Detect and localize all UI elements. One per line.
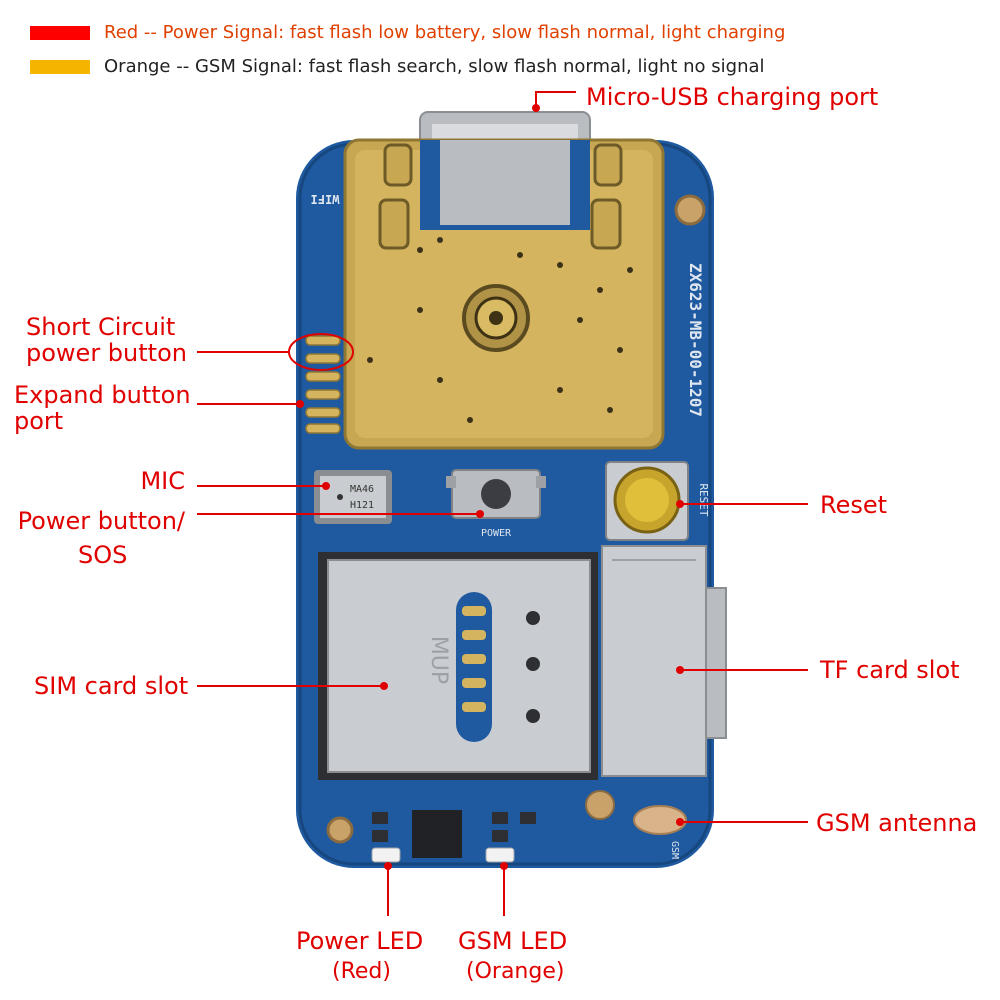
reset-button-component: RESET xyxy=(605,461,710,541)
label-gsm-antenna: GSM antenna xyxy=(816,809,978,837)
mount-hole-top-right xyxy=(674,194,706,226)
gsm-antenna-pad xyxy=(633,805,687,835)
label-short-circuit-line2: power button xyxy=(26,339,187,367)
sim-mark-text: MUP xyxy=(426,636,451,684)
legend-text-power: Red -- Power Signal: fast flash low batt… xyxy=(104,22,786,43)
label-short-circuit-line1: Short Circuit xyxy=(26,313,176,341)
label-mic: MIC xyxy=(140,467,185,495)
legend-item-power: Red -- Power Signal: fast flash low batt… xyxy=(30,24,785,42)
legend-text-gsm: Orange -- GSM Signal: fast flash search,… xyxy=(104,56,765,77)
gsm-silkscreen: GSM xyxy=(669,841,680,859)
mic-component: MA46 H121 xyxy=(314,470,392,524)
mic-chip-text-1: MA46 xyxy=(350,484,374,495)
power-led xyxy=(371,847,401,863)
reset-silkscreen: RESET xyxy=(697,483,710,516)
label-power-button-line1: Power button/ xyxy=(17,507,185,535)
bottom-components: GSM xyxy=(372,790,680,859)
label-power-led-sub: (Red) xyxy=(332,959,391,984)
rf-shield xyxy=(343,138,665,450)
label-tf-slot: TF card slot xyxy=(820,656,960,684)
legend-item-gsm: Orange -- GSM Signal: fast flash search,… xyxy=(30,58,765,76)
label-gsm-led-sub: (Orange) xyxy=(466,959,565,984)
label-usb-port: Micro-USB charging port xyxy=(586,83,879,111)
label-reset: Reset xyxy=(820,491,888,519)
annotation-lines xyxy=(197,91,808,916)
label-expand-line2: port xyxy=(14,407,64,435)
label-expand-line1: Expand button xyxy=(14,381,191,409)
power-button-component: POWER xyxy=(446,469,546,539)
wifi-silkscreen: WIFI xyxy=(311,192,340,206)
annotation-dots xyxy=(296,104,684,870)
mic-chip-text-2: H121 xyxy=(350,500,374,511)
tf-card-slot-component xyxy=(601,545,727,777)
gsm-led xyxy=(485,847,515,863)
model-silkscreen: ZX623-MB-00-1207 xyxy=(686,263,705,417)
label-power-led: Power LED xyxy=(296,927,424,955)
legend-swatch-orange xyxy=(30,60,90,74)
label-gsm-led: GSM LED xyxy=(458,927,568,955)
mount-hole-bottom-left xyxy=(326,816,354,844)
power-silkscreen: POWER xyxy=(481,528,512,539)
expand-button-pads xyxy=(305,335,341,434)
label-sim-slot: SIM card slot xyxy=(34,672,189,700)
legend-swatch-red xyxy=(30,26,90,40)
sim-card-slot-component: MUP xyxy=(318,552,598,780)
label-power-button-line2: SOS xyxy=(78,541,128,569)
shield-vias xyxy=(367,237,633,423)
